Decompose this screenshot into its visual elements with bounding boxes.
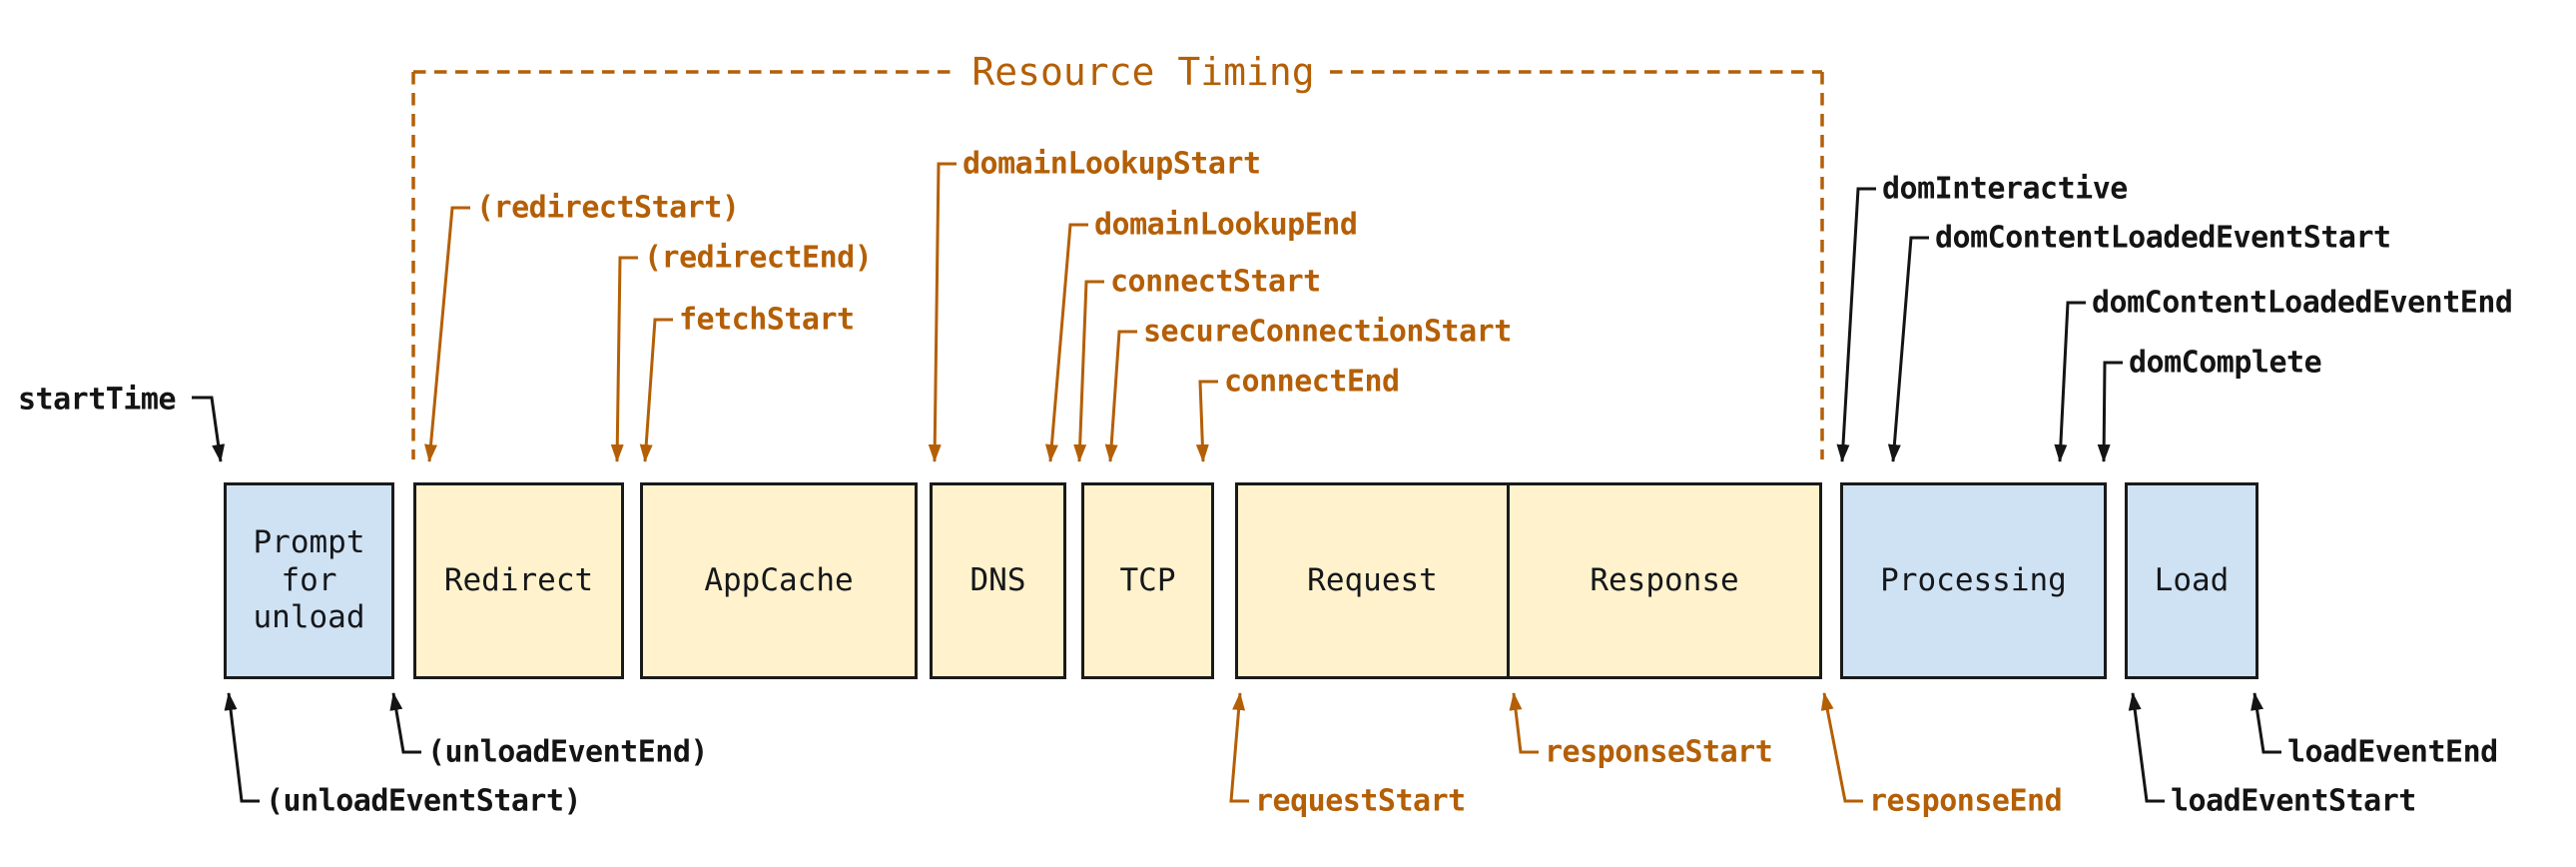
phase-box-appcache: AppCache (640, 482, 918, 679)
marker-label-redirectStart: (redirectStart) (476, 190, 740, 226)
marker-label-unloadEventStart: (unloadEventStart) (266, 783, 582, 819)
phase-label-appcache: AppCache (704, 561, 854, 598)
arrow-secureConnectionStart (1104, 330, 1137, 462)
arrow-domContentLoadedEventEnd (2054, 301, 2086, 462)
marker-label-redirectEnd: (redirectEnd) (644, 240, 873, 276)
marker-label-domComplete: domComplete (2129, 345, 2322, 381)
marker-label-domainLookupStart: domainLookupStart (963, 146, 1261, 182)
marker-label-domContentLoadedEventStart: domContentLoadedEventStart (1935, 220, 2391, 256)
marker-label-connectEnd: connectEnd (1224, 364, 1400, 400)
arrow-responseStart (1509, 692, 1539, 754)
arrow-startTime (192, 396, 226, 462)
resource-timing-title: Resource Timing (971, 50, 1315, 94)
phase-label-request: Request (1307, 561, 1438, 598)
marker-label-fetchStart: fetchStart (679, 302, 855, 338)
arrow-requestStart (1229, 692, 1249, 803)
arrow-fetchStart (639, 318, 673, 462)
arrow-unloadEventStart (224, 692, 260, 803)
arrow-domainLookupStart (928, 162, 957, 462)
phase-box-request: Request (1238, 485, 1510, 676)
marker-label-loadEventStart: loadEventStart (2171, 783, 2416, 819)
arrow-domComplete (2097, 361, 2123, 462)
phase-box-prompt-for-unload: Prompt for unload (224, 482, 394, 679)
arrow-responseEnd (1820, 692, 1863, 803)
marker-label-domContentLoadedEventEnd: domContentLoadedEventEnd (2092, 285, 2513, 321)
arrow-unloadEventEnd (389, 692, 421, 754)
phase-label-load: Load (2154, 561, 2230, 598)
phase-box-tcp: TCP (1081, 482, 1214, 679)
phase-box-load: Load (2125, 482, 2258, 679)
phase-label-response: Response (1590, 561, 1739, 598)
marker-label-loadEventEnd: loadEventEnd (2287, 734, 2498, 770)
arrow-connectStart (1073, 280, 1104, 462)
marker-label-connectStart: connectStart (1110, 264, 1321, 300)
phase-box-response: Response (1510, 485, 1819, 676)
phase-label-prompt-for-unload: Prompt for unload (253, 523, 365, 636)
phase-box-dns: DNS (930, 482, 1066, 679)
marker-label-responseStart: responseStart (1545, 734, 1773, 770)
marker-label-responseEnd: responseEnd (1869, 783, 2063, 819)
marker-label-requestStart: requestStart (1255, 783, 1466, 819)
marker-label-startTime: startTime (18, 382, 177, 418)
arrow-domInteractive (1836, 187, 1876, 462)
phase-label-processing: Processing (1880, 561, 2067, 598)
arrow-loadEventStart (2128, 692, 2165, 803)
arrow-domContentLoadedEventStart (1887, 236, 1929, 462)
marker-label-unloadEventEnd: (unloadEventEnd) (427, 734, 708, 770)
marker-label-secureConnectionStart: secureConnectionStart (1143, 314, 1512, 350)
marker-label-domInteractive: domInteractive (1882, 171, 2128, 207)
phase-label-tcp: TCP (1119, 561, 1176, 598)
phase-label-redirect: Redirect (443, 561, 594, 598)
marker-label-domainLookupEnd: domainLookupEnd (1094, 207, 1358, 243)
arrow-domainLookupEnd (1044, 223, 1088, 462)
phase-box-request-response: Request Response (1235, 482, 1822, 679)
arrow-connectEnd (1195, 380, 1218, 462)
phase-box-processing: Processing (1840, 482, 2107, 679)
arrow-loadEventEnd (2251, 692, 2281, 754)
arrow-redirectStart (424, 206, 470, 462)
phase-label-dns: DNS (969, 561, 1026, 598)
arrow-redirectEnd (610, 256, 638, 462)
phase-box-redirect: Redirect (413, 482, 624, 679)
